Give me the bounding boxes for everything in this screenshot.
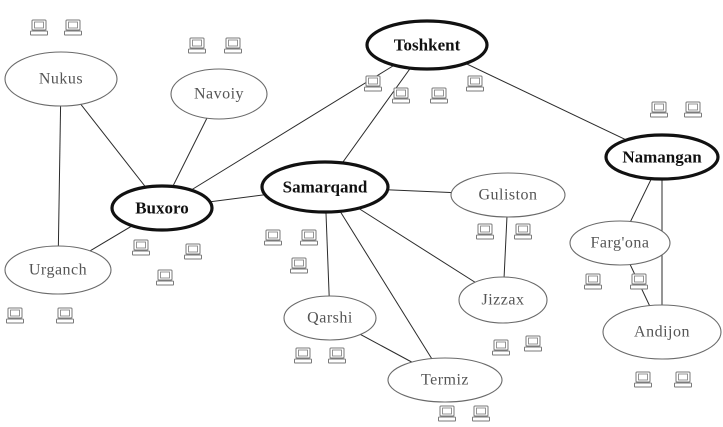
node-urganch-ellipse xyxy=(4,245,112,295)
desktop-computer-icon xyxy=(56,307,74,324)
node-andijon: Andijon xyxy=(602,304,722,360)
desktop-computer-icon xyxy=(476,223,494,240)
city-nodes: Toshkent Namangan Samarqand Buxoro Nukus… xyxy=(4,19,722,403)
node-toshkent: Toshkent xyxy=(365,19,489,71)
node-nukus: Nukus xyxy=(4,51,118,107)
desktop-computer-icon xyxy=(684,101,702,118)
node-guliston-ellipse xyxy=(450,172,566,218)
node-buxoro: Buxoro xyxy=(110,184,214,232)
node-jizzax-ellipse xyxy=(458,276,548,324)
desktop-computer-icon xyxy=(472,405,490,422)
node-termiz-ellipse xyxy=(387,357,503,403)
desktop-computer-icon xyxy=(264,229,282,246)
node-nukus-ellipse xyxy=(4,51,118,107)
desktop-computer-icon xyxy=(438,405,456,422)
desktop-computer-icon xyxy=(634,371,652,388)
node-jizzax: Jizzax xyxy=(458,276,548,324)
desktop-computer-icon xyxy=(30,19,48,36)
node-namangan-ellipse xyxy=(604,133,720,181)
desktop-computer-icon xyxy=(328,347,346,364)
desktop-computer-icon xyxy=(290,257,308,274)
desktop-computer-icon xyxy=(224,37,242,54)
node-qarshi-ellipse xyxy=(283,295,377,341)
desktop-computer-icon xyxy=(64,19,82,36)
edge-samarqand-termiz xyxy=(324,186,446,381)
desktop-computer-icon xyxy=(466,75,484,92)
desktop-computer-icon xyxy=(392,87,410,104)
node-samarqand-ellipse xyxy=(260,160,390,214)
desktop-computer-icon xyxy=(584,273,602,290)
desktop-computer-icon xyxy=(430,87,448,104)
node-nukus-label: Nukus xyxy=(39,71,83,88)
node-samarqand: Samarqand xyxy=(260,160,390,214)
desktop-computer-icon xyxy=(630,273,648,290)
node-andijon-ellipse xyxy=(602,304,722,360)
desktop-computer-icon xyxy=(300,229,318,246)
desktop-computer-icon xyxy=(492,339,510,356)
node-navoiy: Navoiy xyxy=(170,68,268,120)
desktop-computer-icon xyxy=(674,371,692,388)
node-guliston-label: Guliston xyxy=(478,187,537,204)
node-fargona: Farg'ona xyxy=(569,220,671,266)
desktop-computer-icon xyxy=(6,307,24,324)
node-navoiy-ellipse xyxy=(170,68,268,120)
node-qarshi: Qarshi xyxy=(283,295,377,341)
desktop-computer-icon xyxy=(156,269,174,286)
node-buxoro-label: Buxoro xyxy=(135,199,189,218)
desktop-computer-icon xyxy=(650,101,668,118)
desktop-computer-icon xyxy=(188,37,206,54)
node-andijon-label: Andijon xyxy=(634,324,690,341)
node-samarqand-label: Samarqand xyxy=(283,178,368,197)
node-navoiy-label: Navoiy xyxy=(194,86,244,103)
node-urganch-label: Urganch xyxy=(29,262,87,279)
node-qarshi-label: Qarshi xyxy=(307,310,353,327)
node-guliston: Guliston xyxy=(450,172,566,218)
edge-toshkent-buxoro xyxy=(161,44,428,209)
node-namangan-label: Namangan xyxy=(622,148,702,167)
node-buxoro-ellipse xyxy=(110,184,214,232)
desktop-computer-icon xyxy=(294,347,312,364)
node-toshkent-label: Toshkent xyxy=(394,36,461,55)
desktop-computer-icon xyxy=(132,239,150,256)
edge-nukus-urganch xyxy=(57,78,62,271)
node-namangan: Namangan xyxy=(604,133,720,181)
node-termiz: Termiz xyxy=(387,357,503,403)
node-jizzax-label: Jizzax xyxy=(482,292,525,309)
desktop-computer-icon xyxy=(524,335,542,352)
node-urganch: Urganch xyxy=(4,245,112,295)
node-toshkent-ellipse xyxy=(365,19,489,71)
node-fargona-label: Farg'ona xyxy=(590,235,649,252)
node-fargona-ellipse xyxy=(569,220,671,266)
desktop-computer-icon xyxy=(514,223,532,240)
node-termiz-label: Termiz xyxy=(421,372,469,389)
desktop-computer-icon xyxy=(364,75,382,92)
desktop-computer-icon xyxy=(184,243,202,260)
